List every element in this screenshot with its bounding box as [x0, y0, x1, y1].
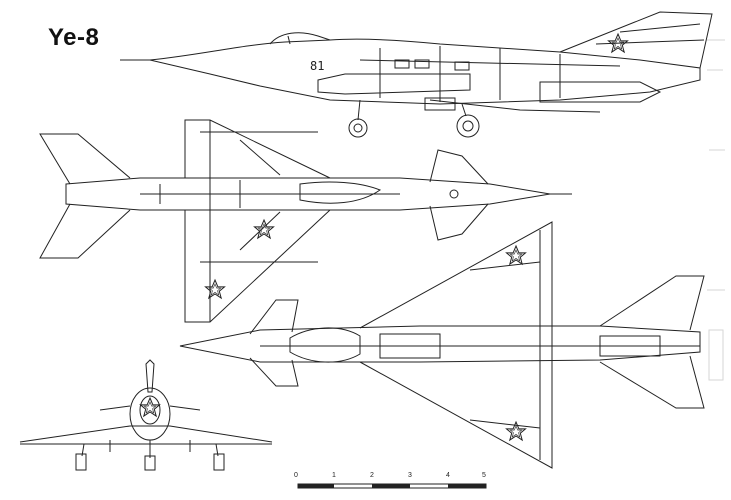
- red-star-insignia-icon: [254, 219, 274, 239]
- scale-bar: [297, 483, 487, 489]
- bottom-view: [179, 221, 705, 469]
- front-view: [19, 359, 273, 471]
- scale-tick-label: 0: [294, 472, 298, 479]
- scale-tick-label: 3: [408, 472, 412, 479]
- bleed-through-right: [703, 30, 729, 470]
- scale-tick-label: 5: [482, 472, 486, 479]
- red-star-insignia-icon: [205, 279, 225, 299]
- tail-number-mark: 81: [310, 59, 324, 73]
- red-star-insignia-icon: [140, 397, 160, 417]
- scale-ticks: 0 1 2 3 4 5: [294, 472, 494, 482]
- top-view: [39, 119, 572, 323]
- page-title: Ye-8: [48, 24, 100, 51]
- red-star-insignia-icon: [506, 245, 526, 265]
- side-view: [120, 11, 713, 138]
- scale-tick-label: 1: [332, 472, 336, 479]
- scale-tick-label: 2: [370, 472, 374, 479]
- scale-tick-label: 4: [446, 472, 450, 479]
